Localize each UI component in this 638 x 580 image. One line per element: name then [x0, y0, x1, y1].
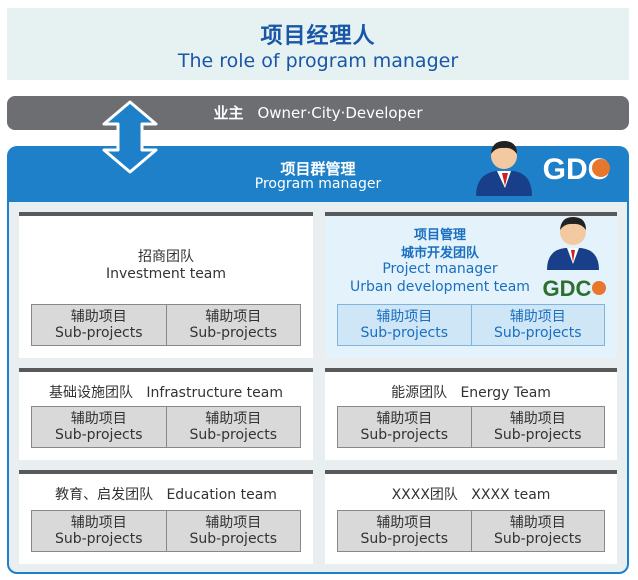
sub-project-zh: 辅助项目 [205, 411, 262, 427]
program-title-en: Program manager [254, 176, 382, 192]
program-title-zh: 项目群管理 [280, 160, 356, 178]
page-title-zh: 项目经理人 [260, 24, 376, 49]
sub-project-zh: 辅助项目 [205, 309, 262, 325]
team-role-en: Project manager [382, 261, 498, 277]
double-arrow-icon [102, 100, 158, 174]
sub-project-en: Sub-projects [360, 427, 449, 443]
sub-project-en: Sub-projects [54, 325, 143, 341]
team-name: XXXX团队 XXXX team [325, 484, 617, 504]
sub-project-zh: 辅助项目 [205, 515, 262, 531]
owner-label-en: Owner·City·Developer [257, 104, 423, 122]
sub-project-en: Sub-projects [54, 427, 143, 443]
team-name-en: Urban development team [350, 279, 530, 295]
team-name-zh: 招商团队 [138, 249, 194, 265]
sub-project-zh: 辅助项目 [509, 411, 566, 427]
team-name-en: XXXX team [471, 487, 551, 503]
sub-project-zh: 辅助项目 [70, 515, 127, 531]
sub-project-zh: 辅助项目 [376, 515, 433, 531]
sub-project-en: Sub-projects [493, 325, 582, 341]
team-name-zh: 城市开发团队 [400, 246, 479, 261]
team-role-zh: 项目管理 [413, 228, 466, 243]
sub-project-en: Sub-projects [493, 427, 582, 443]
gdc-logo: GDC [476, 141, 610, 196]
sub-project-en: Sub-projects [189, 325, 278, 341]
sub-project-zh: 辅助项目 [509, 515, 566, 531]
team-name-zh: 教育、启发团队 [55, 487, 154, 503]
program-manager-panel: 项目群管理 Program manager 招商团队 Investment te… [7, 146, 629, 574]
page-title-en: The role of program manager [177, 50, 459, 72]
sub-project-en: Sub-projects [360, 325, 449, 341]
team-name: 能源团队 Energy Team [325, 382, 617, 402]
gdc-logo-small: GDC [543, 217, 606, 300]
sub-project-en: Sub-projects [189, 531, 278, 547]
manager-avatar-icon [547, 217, 599, 270]
sub-project-en: Sub-projects [493, 531, 582, 547]
gdc-logo-mark [592, 159, 610, 177]
sub-project-zh: 辅助项目 [376, 411, 433, 427]
team-name-zh: XXXX团队 [391, 487, 458, 503]
sub-project-en: Sub-projects [360, 531, 449, 547]
team-name: 教育、启发团队 Education team [19, 484, 313, 504]
team-name-zh: 基础设施团队 [49, 385, 134, 401]
team-name-en: Education team [166, 487, 277, 503]
team-name-en: Energy Team [460, 385, 551, 401]
sub-project-zh: 辅助项目 [376, 309, 433, 325]
team-name-en: Investment team [105, 266, 227, 282]
team-name-en: Infrastructure team [146, 385, 283, 401]
owner-label-zh: 业主 [213, 104, 244, 122]
team-name-zh: 能源团队 [391, 385, 448, 401]
manager-avatar-icon [476, 141, 532, 196]
gdc-logo-text: GDC [543, 276, 592, 300]
gdc-logo-mark [592, 281, 606, 295]
page-header: 项目经理人 The role of program manager [7, 8, 629, 80]
sub-project-zh: 辅助项目 [509, 309, 566, 325]
team-name: 基础设施团队 Infrastructure team [19, 382, 313, 402]
sub-project-en: Sub-projects [189, 427, 278, 443]
sub-project-zh: 辅助项目 [70, 309, 127, 325]
sub-project-en: Sub-projects [54, 531, 143, 547]
sub-project-zh: 辅助项目 [70, 411, 127, 427]
